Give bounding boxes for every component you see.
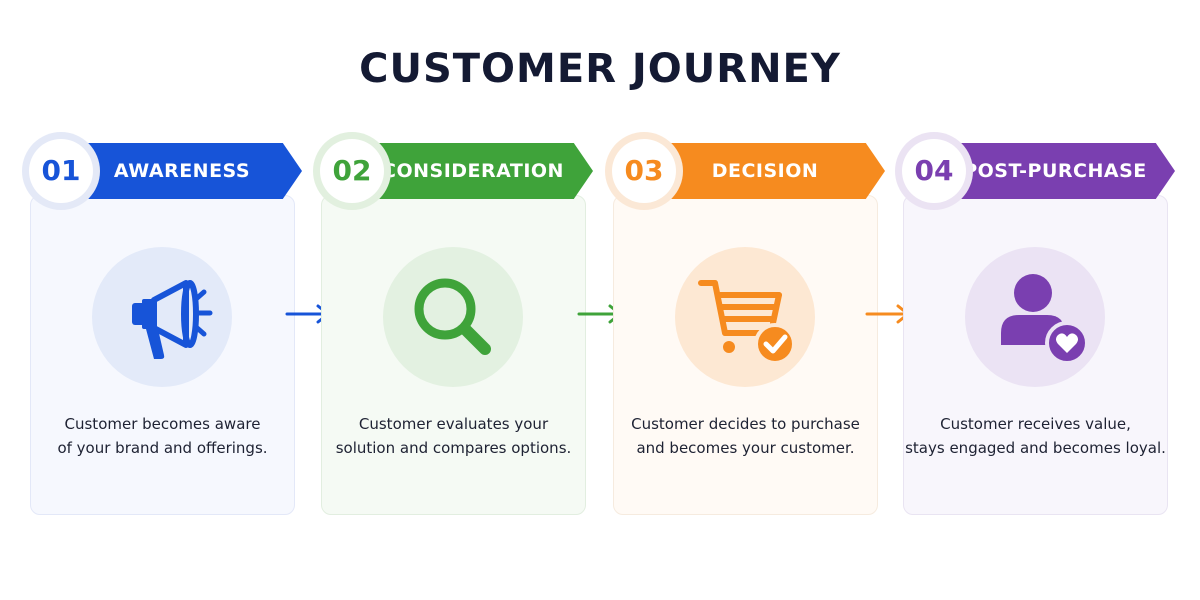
megaphone-icon	[92, 247, 232, 387]
stage-number: 01	[29, 139, 93, 203]
stage-label: POST-PURCHASE	[963, 160, 1147, 182]
stage-number: 04	[902, 139, 966, 203]
stage-description: Customer decides to purchase and becomes…	[613, 412, 878, 460]
description-line: Customer becomes aware	[64, 415, 261, 433]
description-line: and becomes your customer.	[636, 439, 855, 457]
stage-number: 03	[612, 139, 676, 203]
description-line: Customer receives value,	[940, 415, 1131, 433]
user-heart-icon	[965, 247, 1105, 387]
description-line: solution and compares options.	[335, 439, 572, 457]
stage-banner	[645, 143, 885, 199]
stage-number-badge: 03	[605, 132, 683, 210]
description-line: Customer decides to purchase	[631, 415, 860, 433]
description-line: of your brand and offerings.	[57, 439, 268, 457]
stage-label: CONSIDERATION	[382, 160, 564, 182]
stage-number-badge: 02	[313, 132, 391, 210]
stage-description: Customer receives value, stays engaged a…	[903, 412, 1168, 460]
stage-post-purchase: POST-PURCHASE 04 Customer receives value…	[895, 132, 1175, 517]
page-title: CUSTOMER JOURNEY	[359, 46, 841, 92]
stage-number-badge: 04	[895, 132, 973, 210]
description-line: stays engaged and becomes loyal.	[905, 439, 1166, 457]
stage-number-badge: 01	[22, 132, 100, 210]
shopping-cart-check-icon	[675, 247, 815, 387]
stage-consideration: CONSIDERATION 02 Customer evaluates your…	[313, 132, 593, 517]
stage-banner	[62, 143, 302, 199]
stage-label: DECISION	[711, 160, 819, 182]
description-line: Customer evaluates your	[358, 415, 549, 433]
magnifier-icon	[383, 247, 523, 387]
stage-description: Customer becomes aware of your brand and…	[30, 412, 295, 460]
stage-number: 02	[320, 139, 384, 203]
stage-awareness: AWARENESS 01 Customer becomes aware of y…	[22, 132, 302, 517]
stage-banner	[935, 143, 1175, 199]
stage-label: AWARENESS	[113, 160, 251, 182]
stage-decision: DECISION 03 Customer decides to purchase…	[605, 132, 885, 517]
stage-description: Customer evaluates your solution and com…	[321, 412, 586, 460]
stage-banner	[353, 143, 593, 199]
